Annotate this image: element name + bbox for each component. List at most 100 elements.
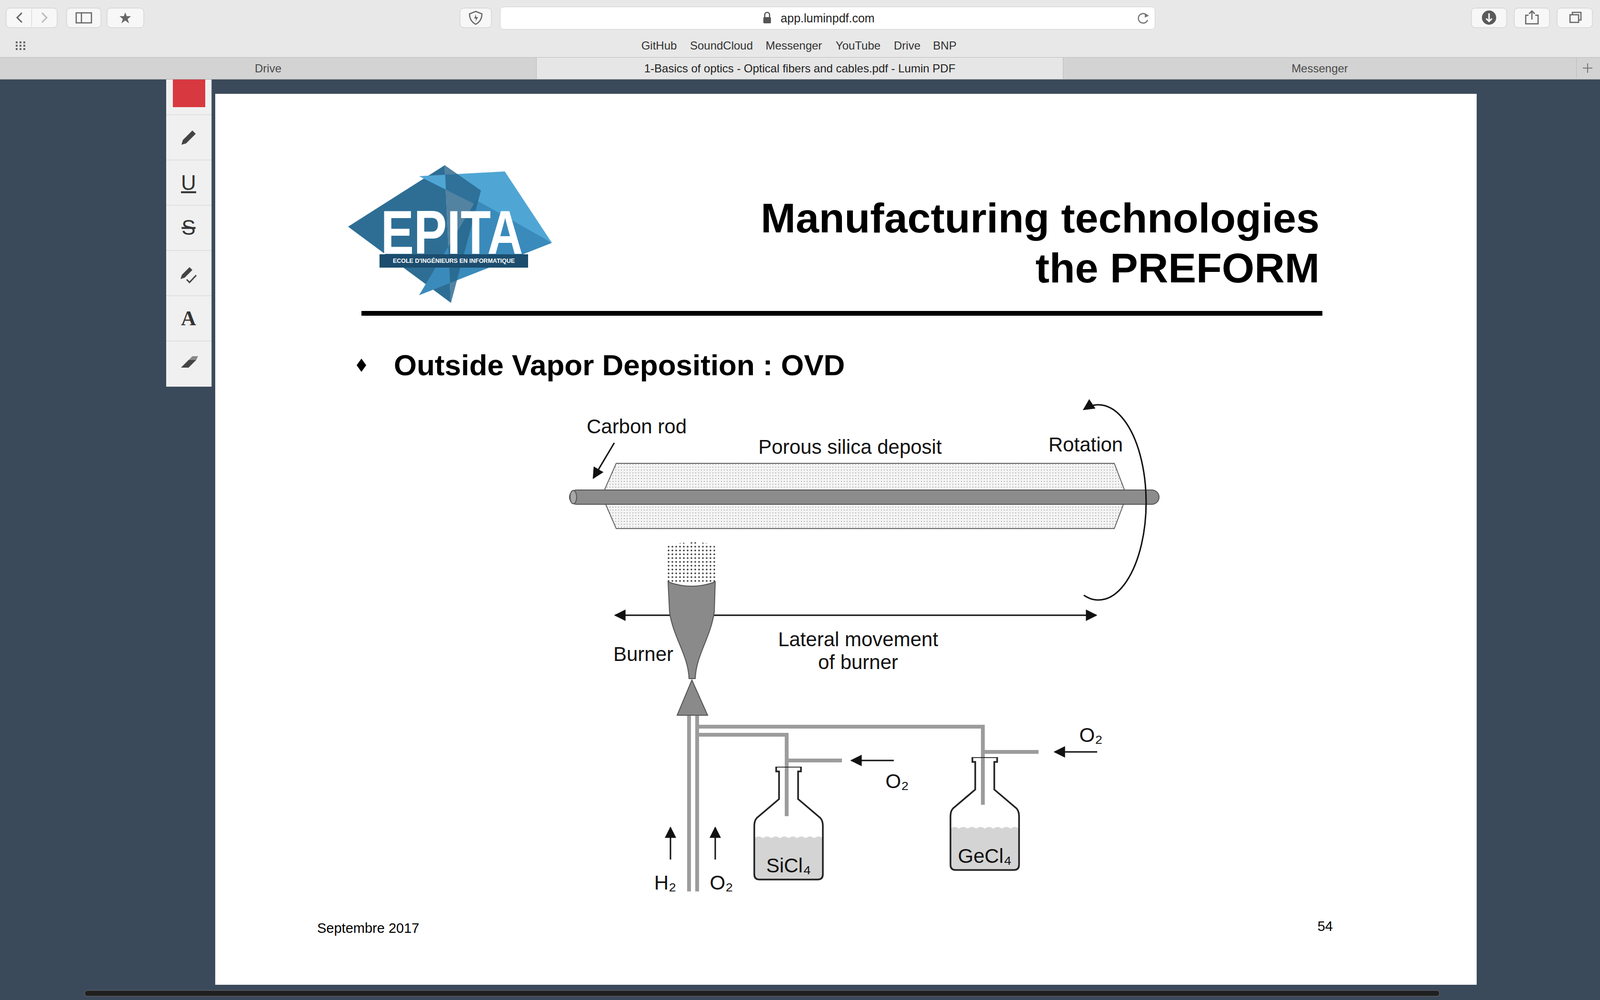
bookmark-link: GitHub <box>641 39 678 53</box>
nav-buttons <box>31 9 32 27</box>
nav-buttons <box>474 14 479 22</box>
browser-chrome <box>536 57 1064 80</box>
window-buttons <box>1471 8 1593 28</box>
browser-tab: Messenger <box>1063 57 1577 80</box>
tab-title: 1-Basics of optics - Optical fibers and … <box>644 61 956 76</box>
epita-logo <box>348 165 552 303</box>
flow-arrow <box>714 827 717 860</box>
ovd-illustration <box>569 404 1160 892</box>
part-label: Porous silica deposit <box>756 435 944 459</box>
underline-tool-icon: U <box>180 170 197 196</box>
gas-pipes <box>786 758 842 763</box>
bookmark-link: BNP <box>932 39 957 53</box>
tab-title: Drive <box>254 61 282 76</box>
carbon-rod <box>569 490 1160 505</box>
address-bar: app.luminpdf.com <box>500 6 1156 30</box>
gas-label: O₂ <box>1077 723 1105 747</box>
title-rule <box>361 310 1323 316</box>
address-field <box>500 6 1156 30</box>
bookmark-link: SoundCloud <box>690 39 753 53</box>
part-label: Carbon rod <box>584 415 689 439</box>
window-buttons <box>1486 18 1492 22</box>
browser-tab: 1-Basics of optics - Optical fibers and … <box>536 57 1064 80</box>
annotation-toolbar <box>166 114 212 116</box>
address-field <box>500 6 1156 30</box>
window-buttons <box>1488 13 1490 21</box>
browser-chrome <box>0 57 1600 58</box>
annotation-toolbar <box>166 250 212 251</box>
gas-label: O₂ <box>883 770 911 793</box>
nav-buttons <box>107 8 144 28</box>
apps-grid-icon <box>19 44 22 47</box>
window-buttons <box>1557 8 1593 28</box>
annotation-toolbar <box>172 79 206 108</box>
reagent-bottle: SiCl₄ <box>752 766 825 881</box>
ovd-illustration <box>570 490 577 504</box>
apps-grid-icon <box>19 48 22 50</box>
nav-buttons <box>119 12 131 24</box>
annotation-toolbar <box>166 160 212 161</box>
window-buttons <box>1529 10 1535 14</box>
apps-grid-icon <box>15 44 18 47</box>
nav-buttons <box>6 8 492 28</box>
window-buttons <box>1471 8 1507 28</box>
annotation-toolbar <box>186 275 197 283</box>
new-tab-button <box>1587 63 1589 73</box>
page-number: 54 <box>1317 918 1333 935</box>
gas-pipes <box>699 726 983 805</box>
browser-tab: Drive <box>0 57 537 80</box>
nav-buttons <box>17 12 22 23</box>
section-heading: Outside Vapor Deposition : OVD <box>393 348 845 382</box>
annotation-toolbar <box>166 340 212 342</box>
bookmark-link: YouTube <box>835 39 881 53</box>
apps-grid-icon <box>15 41 18 44</box>
strike-tool-icon: S <box>181 215 196 240</box>
gas-pipes <box>687 714 691 892</box>
nav-buttons <box>66 8 101 28</box>
title-rule <box>361 310 1323 316</box>
motion-label: Lateral movement of burner <box>770 628 947 674</box>
footer-date: Septembre 2017 <box>317 920 420 937</box>
flow-arrow <box>670 827 672 860</box>
browser-chrome <box>0 0 1600 58</box>
window-buttons <box>1481 10 1497 25</box>
nav-buttons <box>460 8 492 28</box>
annotation-toolbar <box>180 267 193 280</box>
flame <box>666 541 716 584</box>
browser-chrome <box>0 79 1600 80</box>
bullet-diamond <box>356 358 367 372</box>
scrollbar <box>84 990 1440 997</box>
chemical-formula: SiCl₄ <box>752 854 825 878</box>
pdf-page <box>215 93 1477 985</box>
logo-tagline: ECOLE D'INGÉNIEURS EN INFORMATIQUE <box>392 257 515 265</box>
new-tab-button <box>1582 63 1593 73</box>
address-field <box>763 17 771 24</box>
apps-grid-icon <box>23 48 26 50</box>
gas-label: H₂ <box>652 871 679 895</box>
part-label: Burner <box>611 642 676 666</box>
leader-line <box>593 442 615 479</box>
gas-label: O₂ <box>708 871 736 895</box>
motion-label: Rotation <box>1046 433 1125 457</box>
flow-arrow <box>851 760 894 762</box>
gas-pipes <box>982 750 1039 754</box>
browser-chrome <box>0 57 1600 80</box>
burner-inlet <box>677 680 708 716</box>
annotation-toolbar <box>166 79 212 387</box>
bookmark-link: Messenger <box>765 39 823 53</box>
apps-grid-icon <box>15 41 26 50</box>
gas-pipes <box>695 714 700 892</box>
window-buttons <box>1572 12 1581 20</box>
browser-chrome <box>0 0 1600 80</box>
text-tool-icon: A <box>180 306 197 331</box>
annotation-toolbar <box>166 205 212 206</box>
window-buttons <box>1531 10 1533 20</box>
gas-pipes <box>689 714 1039 892</box>
annotation-toolbar <box>166 295 212 297</box>
annotation-toolbar <box>166 79 212 387</box>
apps-grid-icon <box>15 48 18 50</box>
flow-arrow <box>1054 751 1098 753</box>
reagent-bottle: GeCl₄ <box>949 757 1021 872</box>
scrollbar <box>84 990 1440 997</box>
apps-grid-icon <box>23 44 26 47</box>
